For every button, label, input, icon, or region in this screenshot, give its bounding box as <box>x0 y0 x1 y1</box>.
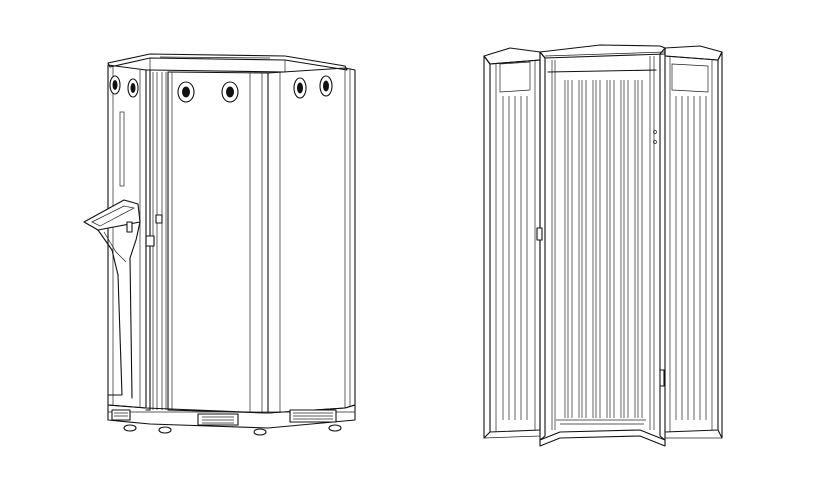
ventilation-holes-right <box>293 75 333 99</box>
closed-tanning-booth <box>83 53 356 436</box>
frame-center <box>539 47 666 447</box>
booth-left-panel <box>107 64 147 409</box>
ventilation-holes-left <box>109 75 139 98</box>
frame-left-wing <box>483 55 541 439</box>
lamp-tubes-center <box>564 80 643 418</box>
frame-right-wing <box>536 51 723 439</box>
lamp-tubes-left <box>502 96 528 420</box>
control-panel <box>83 199 163 399</box>
booth-right-panel <box>267 67 356 414</box>
booth-base <box>107 404 356 436</box>
open-tanning-booth-frame <box>483 44 723 447</box>
booth-center-panel <box>167 71 269 414</box>
ventilation-holes-center <box>177 81 239 103</box>
booth-top-rim <box>107 53 348 73</box>
